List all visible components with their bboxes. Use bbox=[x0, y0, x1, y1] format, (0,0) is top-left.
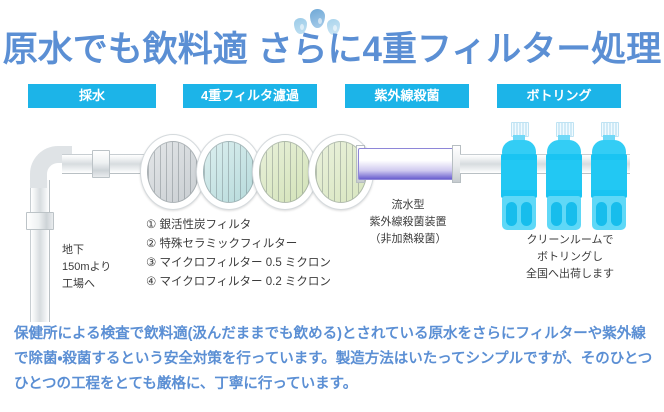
filter-media bbox=[147, 141, 199, 203]
filter-disc-micro-05 bbox=[252, 134, 318, 210]
bottle-base bbox=[502, 196, 536, 230]
filter-media bbox=[259, 141, 311, 203]
bottling-caption-line: クリーンルームで bbox=[526, 234, 614, 246]
filter-list: ① 銀活性炭フィルタ ② 特殊セラミックフィルター ③ マイクロフィルター 0.… bbox=[146, 216, 331, 292]
bottle-neck bbox=[603, 135, 615, 142]
uv-caption-line: （非加熱殺菌） bbox=[369, 233, 447, 245]
bottling-caption: クリーンルームで ボトリングし 全国へ出荷します bbox=[496, 232, 644, 283]
bottle-base bbox=[592, 196, 626, 230]
uv-sterilizer-unit bbox=[358, 148, 458, 180]
step-tab-filtration[interactable]: 4重フィルタ濾過 bbox=[183, 84, 317, 108]
bottle-shoulder bbox=[502, 140, 536, 156]
filter-list-item: ④ マイクロフィルター 0.2 ミクロン bbox=[146, 276, 331, 288]
uv-caption-line: 紫外線殺菌装置 bbox=[369, 216, 447, 228]
page-title: 原水でも飲料適 さらに4重フィルター処理 bbox=[2, 30, 662, 69]
bottle-shoulder bbox=[547, 140, 581, 156]
bottle-label bbox=[546, 160, 582, 190]
process-step-tabs: 採水 4重フィルタ濾過 紫外線殺菌 ボトリング bbox=[0, 84, 664, 108]
water-bottle bbox=[500, 122, 538, 232]
intake-caption-line: 150mより bbox=[62, 261, 112, 273]
water-bottle bbox=[590, 122, 628, 232]
uv-caption-line: 流水型 bbox=[391, 199, 425, 211]
footer-description: 保健所による検査で飲料適(汲んだままでも飲める)とされている原水をさらにフィルタ… bbox=[14, 326, 653, 392]
bottle-neck bbox=[513, 135, 525, 142]
bottle-label bbox=[501, 160, 537, 190]
intake-caption-line: 地下 bbox=[62, 244, 84, 256]
intake-caption-line: 工場へ bbox=[62, 278, 95, 290]
pipe-collar bbox=[92, 150, 110, 178]
filter-disc-ceramic bbox=[196, 134, 262, 210]
filter-list-item: ② 特殊セラミックフィルター bbox=[146, 238, 298, 250]
bottling-caption-line: ボトリングし bbox=[537, 251, 603, 263]
bottle-shoulder bbox=[592, 140, 626, 156]
bottle-neck bbox=[558, 135, 570, 142]
water-bottle bbox=[545, 122, 583, 232]
bottle-base bbox=[547, 196, 581, 230]
bottling-caption-line: 全国へ出荷します bbox=[526, 268, 614, 280]
water-drop-icon bbox=[310, 9, 325, 28]
process-diagram: 地下 150mより 工場へ ① 銀活性炭フィルタ ② 特殊セラミックフィルター … bbox=[0, 112, 664, 322]
step-tab-uv[interactable]: 紫外線殺菌 bbox=[345, 84, 469, 108]
intake-vertical-pipe bbox=[30, 180, 50, 322]
step-tab-intake[interactable]: 採水 bbox=[28, 84, 156, 108]
bottle-label bbox=[591, 160, 627, 190]
uv-caption: 流水型 紫外線殺菌装置 （非加熱殺菌） bbox=[352, 197, 464, 248]
filter-list-item: ③ マイクロフィルター 0.5 ミクロン bbox=[146, 257, 331, 269]
filter-media bbox=[203, 141, 255, 203]
intake-caption: 地下 150mより 工場へ bbox=[62, 242, 111, 293]
step-tab-bottling[interactable]: ボトリング bbox=[497, 84, 621, 108]
pipe-collar bbox=[26, 212, 54, 230]
filter-list-item: ① 銀活性炭フィルタ bbox=[146, 219, 252, 231]
